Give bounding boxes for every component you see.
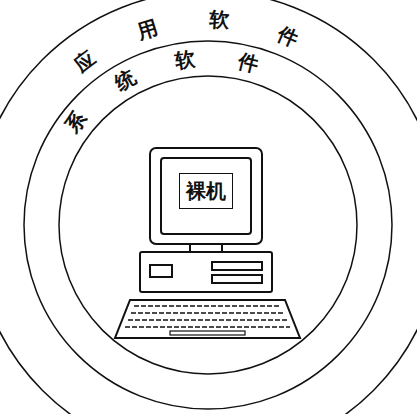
arc-character: 软 [172,47,197,72]
key-row [128,319,287,321]
key-row [125,326,290,328]
circle-line [59,76,357,374]
key-row [131,312,284,314]
arc-character: 软 [207,9,230,32]
space-bar [170,331,245,335]
software-layer-circle: 裸机 系统 软 件 [23,40,393,410]
arc-character: 系 [61,107,92,138]
key-row [134,305,281,307]
arc-character: 统 [109,65,139,95]
arc-character: 应 [69,46,100,77]
arc-character: 件 [235,50,262,77]
drive-bay [212,262,262,270]
circle-outline [58,75,358,375]
drive-bay [212,275,262,283]
software-layer-circle: 裸机 [58,75,358,375]
computer-drawing [115,148,300,338]
monitor-case [150,148,262,244]
circle-outline [23,40,393,410]
keyboard-keys [125,306,290,327]
circle-line [24,41,392,409]
monitor-stand [190,244,222,252]
monitor-screen [161,158,251,234]
screen-label: 裸机 [179,173,233,209]
drive-slot [150,265,172,277]
system-unit [140,252,272,292]
arc-character: 件 [274,22,303,51]
keyboard [115,300,300,338]
arc-character: 用 [134,15,161,42]
